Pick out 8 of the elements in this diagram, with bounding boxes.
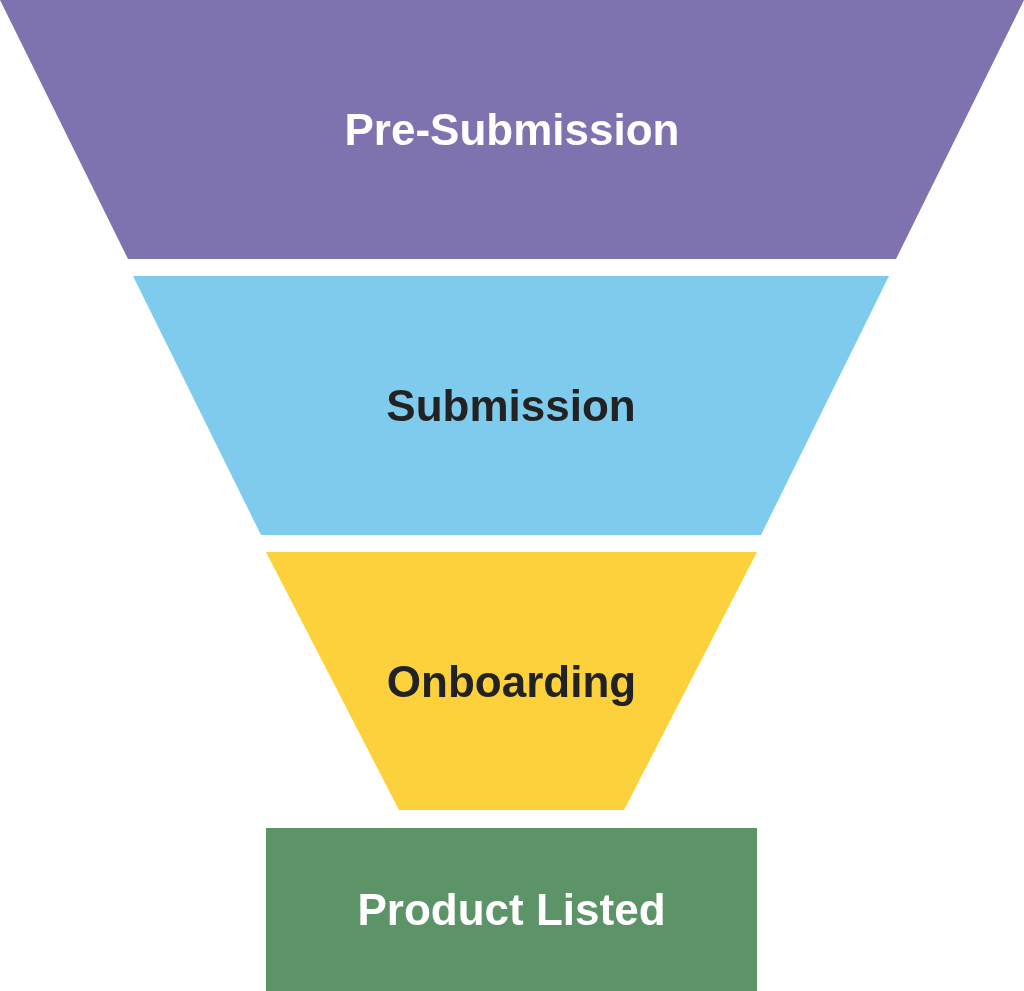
funnel-stage [266,828,757,991]
funnel-stage [133,276,889,535]
stage-label: Product Listed [357,884,666,936]
stage-label: Pre-Submission [344,104,680,156]
funnel-stage [266,552,757,810]
stage-label: Onboarding [386,655,637,708]
funnel-stage [0,0,1024,259]
stage-label: Submission [386,380,636,432]
